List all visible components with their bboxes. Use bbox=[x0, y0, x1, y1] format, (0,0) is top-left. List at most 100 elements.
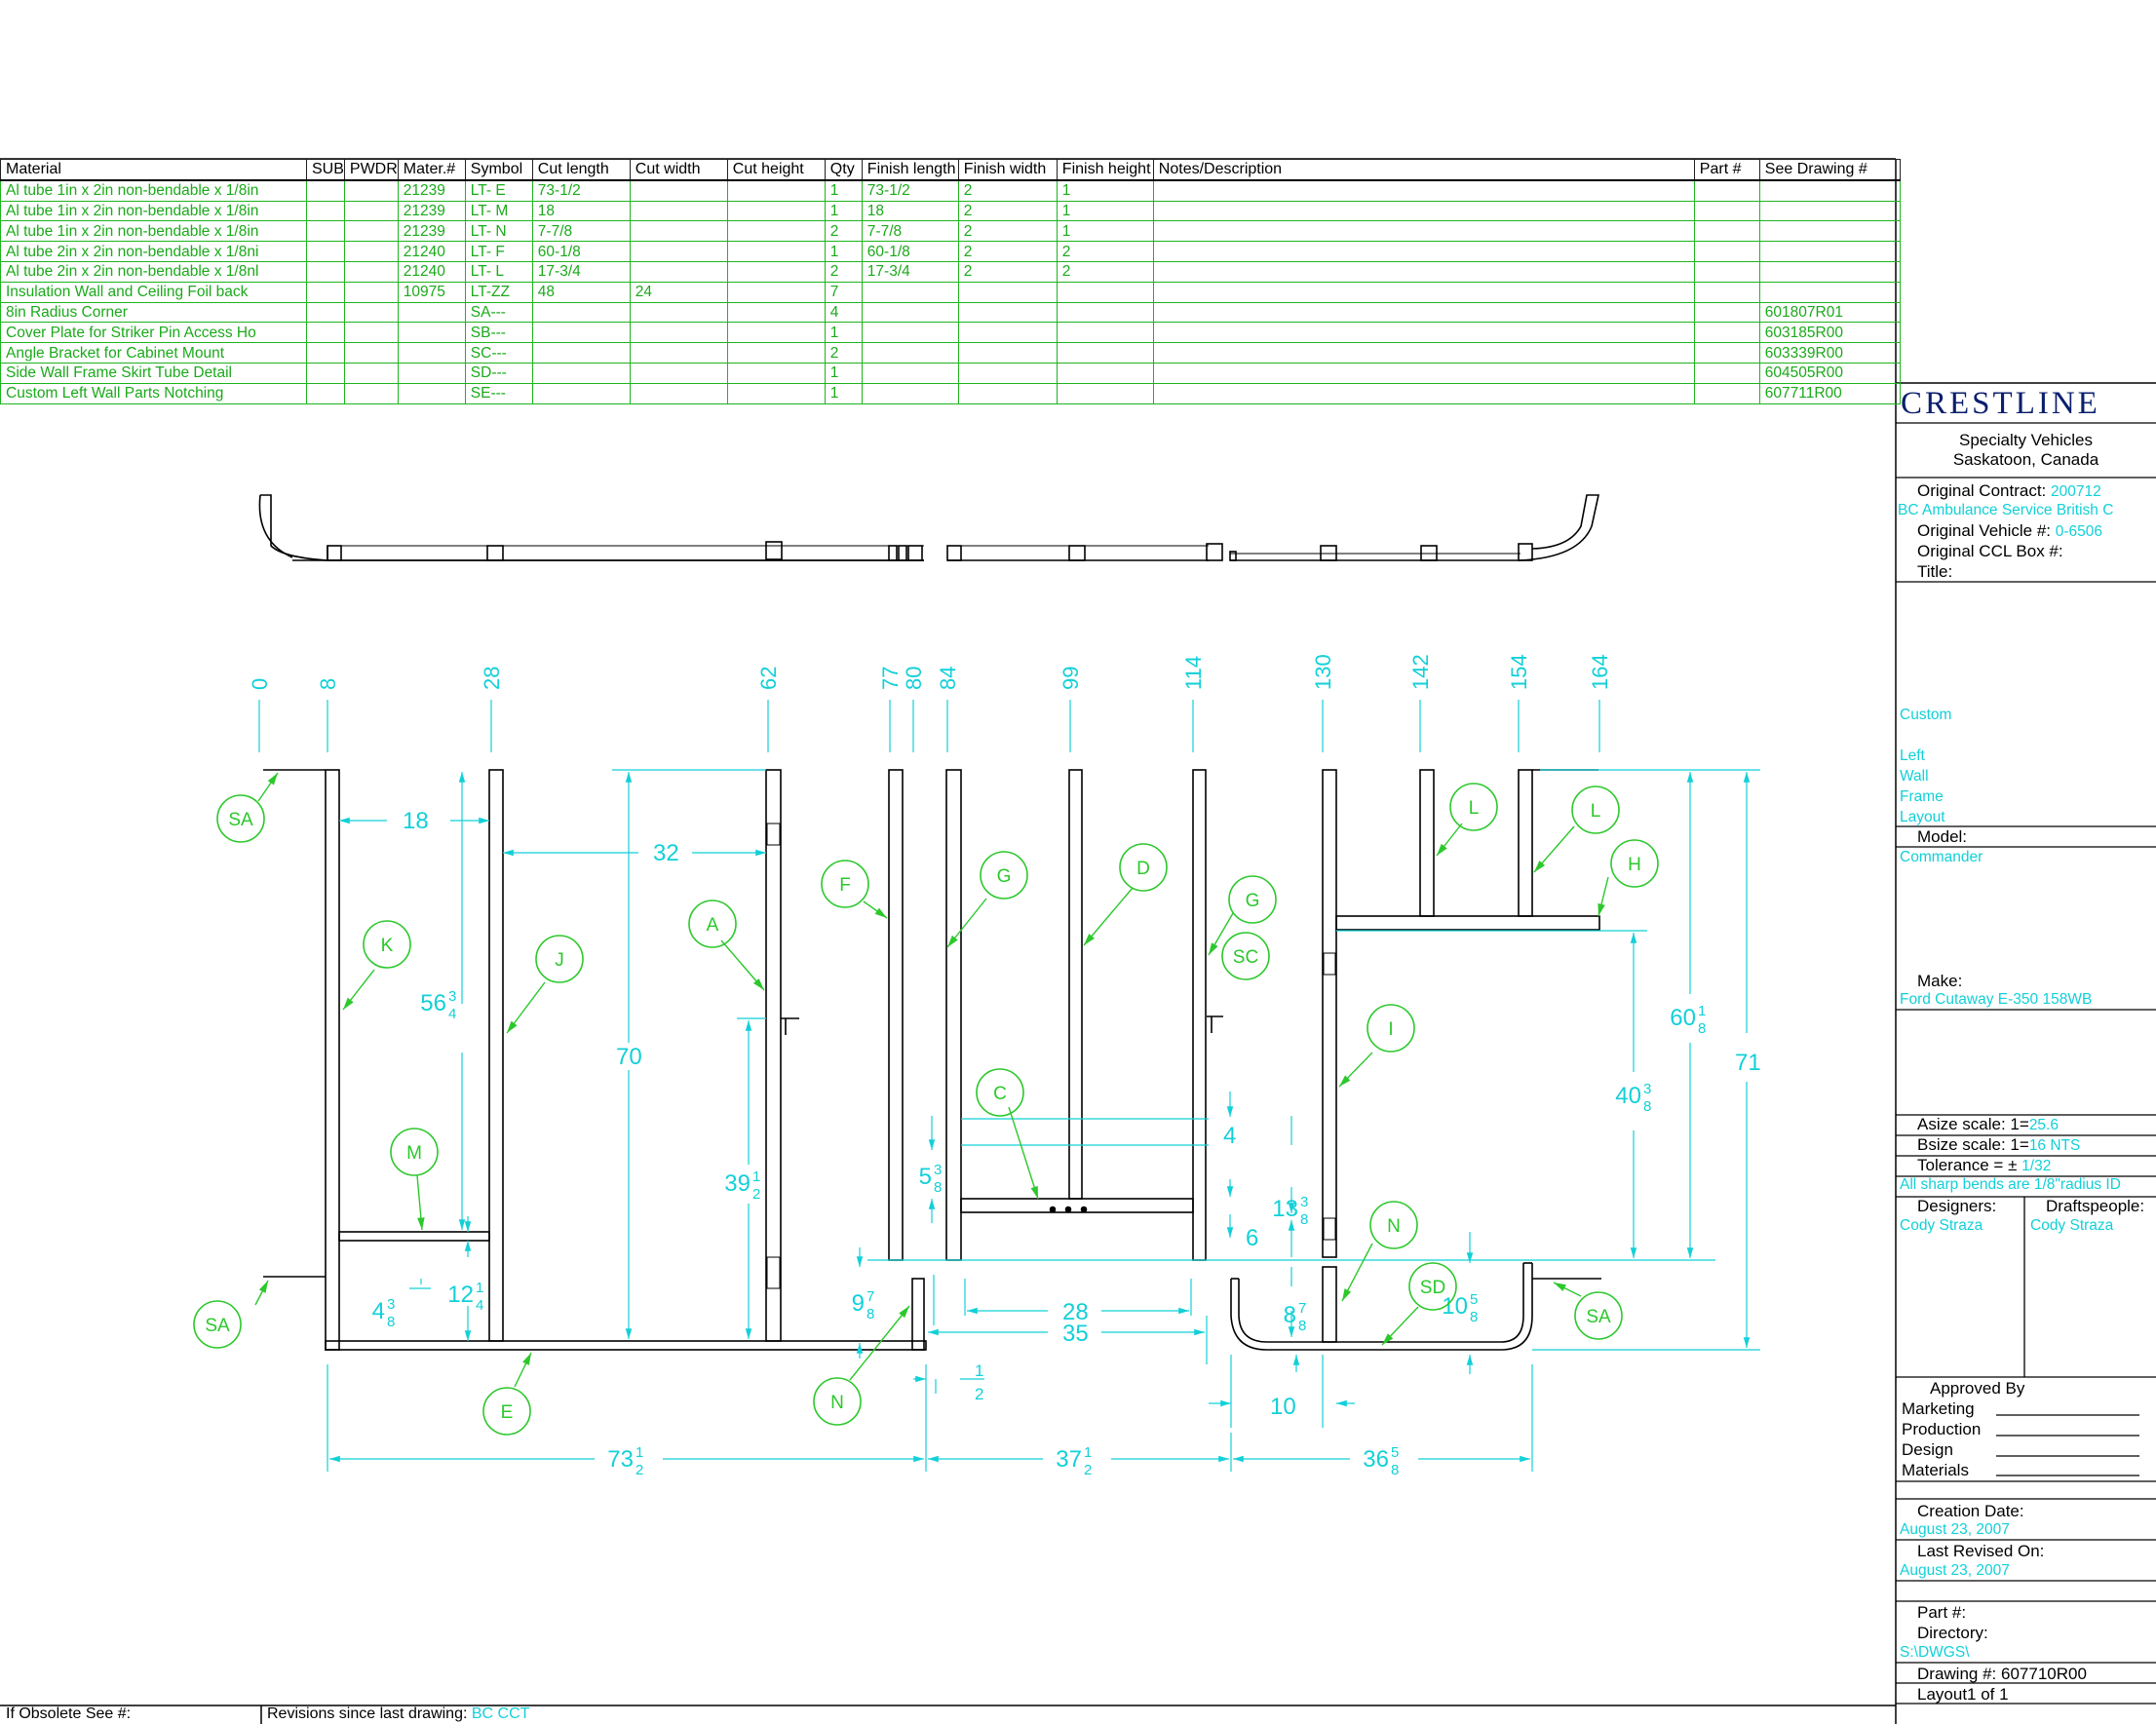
callout-label: SA bbox=[228, 810, 253, 830]
bom-cell: LT-ZZ bbox=[464, 281, 533, 303]
bom-cell bbox=[1056, 322, 1154, 344]
drawing-number-label: Drawing #: bbox=[1917, 1665, 1997, 1683]
original-contract-row: Original Contract: 200712 bbox=[1917, 481, 2156, 501]
bom-cell bbox=[306, 200, 345, 222]
bom-cell: 2 bbox=[824, 342, 863, 364]
callout-a bbox=[688, 900, 737, 948]
bom-cell bbox=[343, 220, 399, 243]
bom-header-cell: Notes/Description bbox=[1152, 158, 1695, 181]
callout-l-2 bbox=[1571, 785, 1620, 834]
callout-label: N bbox=[830, 1393, 844, 1413]
make-label: Make: bbox=[1917, 972, 1963, 990]
bom-cell: 8in Radius Corner bbox=[0, 301, 307, 324]
bom-cell bbox=[1152, 179, 1695, 202]
bom-cell bbox=[629, 260, 728, 283]
bom-header-cell: Part # bbox=[1693, 158, 1760, 181]
dim-28: 28 bbox=[1062, 1299, 1089, 1325]
customer-name: BC Ambulance Service British C bbox=[1898, 502, 2114, 518]
bom-cell bbox=[531, 382, 631, 404]
directory-value: S:\DWGS\ bbox=[1900, 1644, 1970, 1661]
callout-j bbox=[535, 935, 584, 983]
bom-cell: 1 bbox=[824, 382, 863, 404]
asize-row: Asize scale: 1=25.6 bbox=[1917, 1115, 2156, 1134]
callout-e bbox=[482, 1387, 531, 1436]
dim-9-den: 8 bbox=[866, 1306, 874, 1322]
title-line: Left bbox=[1900, 747, 1925, 764]
bom-cell: Side Wall Frame Skirt Tube Detail bbox=[0, 362, 307, 384]
bom-cell bbox=[629, 322, 728, 344]
callout-label: A bbox=[707, 915, 719, 936]
bom-cell: SB--- bbox=[464, 322, 533, 344]
approval-marketing: Marketing bbox=[1902, 1399, 1975, 1418]
callout-l-1 bbox=[1449, 783, 1498, 831]
callout-sa-1 bbox=[216, 794, 265, 843]
bom-cell bbox=[1693, 322, 1760, 344]
bom-cell bbox=[1758, 220, 1901, 243]
callout-g-2 bbox=[1228, 875, 1277, 924]
dim-60-whole: 60 bbox=[1670, 1005, 1696, 1031]
directory-label: Directory: bbox=[1917, 1624, 1988, 1642]
callout-label: G bbox=[1246, 891, 1260, 911]
bom-header-cell: Mater.# bbox=[397, 158, 466, 181]
callout-f bbox=[821, 860, 869, 908]
callout-m bbox=[390, 1128, 439, 1176]
bom-cell: 1 bbox=[1056, 200, 1154, 222]
bom-cell bbox=[957, 342, 1058, 364]
bom-cell: 604505R00 bbox=[1758, 362, 1901, 384]
bom-cell bbox=[1056, 362, 1154, 384]
bom-cell: 603185R00 bbox=[1758, 322, 1901, 344]
approval-production: Production bbox=[1902, 1420, 1982, 1438]
bom-cell bbox=[1152, 301, 1695, 324]
bom-cell: 17-3/4 bbox=[861, 260, 959, 283]
callout-label: L bbox=[1591, 801, 1601, 822]
bom-cell: 1 bbox=[1056, 179, 1154, 202]
bom-cell bbox=[343, 179, 399, 202]
dim-18: 18 bbox=[403, 808, 429, 834]
ordinate-label: 80 bbox=[902, 667, 926, 690]
tolerance-value: 1/32 bbox=[2021, 1158, 2052, 1174]
callout-letters: SA SA SA K J A F G D G SC L L H I C M E … bbox=[205, 798, 1641, 1423]
bom-cell: Angle Bracket for Cabinet Mount bbox=[0, 342, 307, 364]
bom-cell: 21240 bbox=[397, 260, 466, 283]
bom-cell bbox=[1693, 281, 1760, 303]
ordinate-labels: 0 8 28 62 77 80 84 99 114 130 142 154 16… bbox=[248, 654, 1612, 690]
bom-cell bbox=[306, 281, 345, 303]
callout-h bbox=[1610, 839, 1659, 888]
bom-header-cell: Cut length bbox=[531, 158, 631, 181]
approval-design: Design bbox=[1902, 1440, 1953, 1459]
bom-cell bbox=[1152, 322, 1695, 344]
callout-label: G bbox=[997, 866, 1012, 887]
bom-cell: 607711R00 bbox=[1758, 382, 1901, 404]
bom-cell bbox=[306, 382, 345, 404]
drawing-title: Custom Left Wall Frame Layout bbox=[1900, 705, 2156, 827]
callout-i bbox=[1367, 1004, 1415, 1053]
title-line: Wall bbox=[1900, 768, 1929, 785]
bom-cell bbox=[306, 362, 345, 384]
dim-9-num: 7 bbox=[866, 1288, 874, 1305]
bom-cell bbox=[957, 322, 1058, 344]
bom-cell: 2 bbox=[824, 220, 863, 243]
dim-73-den: 2 bbox=[635, 1462, 643, 1478]
bom-cell bbox=[343, 301, 399, 324]
bom-cell: 2 bbox=[957, 179, 1058, 202]
bom-cell: LT- E bbox=[464, 179, 533, 202]
dim-40-num: 3 bbox=[1643, 1081, 1651, 1097]
bom-cell: 1 bbox=[824, 322, 863, 344]
bom-cell bbox=[861, 362, 959, 384]
title-line: Layout bbox=[1900, 809, 1945, 825]
bom-cell bbox=[861, 342, 959, 364]
callout-k bbox=[363, 920, 411, 969]
bom-cell bbox=[1693, 362, 1760, 384]
callout-label: N bbox=[1387, 1216, 1401, 1237]
dim-half-den: 2 bbox=[975, 1385, 983, 1403]
dim-70: 70 bbox=[616, 1044, 642, 1070]
bom-cell bbox=[1152, 241, 1695, 262]
bom-cell bbox=[629, 200, 728, 222]
bom-cell: 1 bbox=[1056, 220, 1154, 243]
last-revised-value: August 23, 2007 bbox=[1900, 1562, 2010, 1579]
callout-label: SC bbox=[1233, 947, 1258, 968]
dim-4b-whole: 4 bbox=[372, 1298, 385, 1324]
bom-cell bbox=[1758, 260, 1901, 283]
